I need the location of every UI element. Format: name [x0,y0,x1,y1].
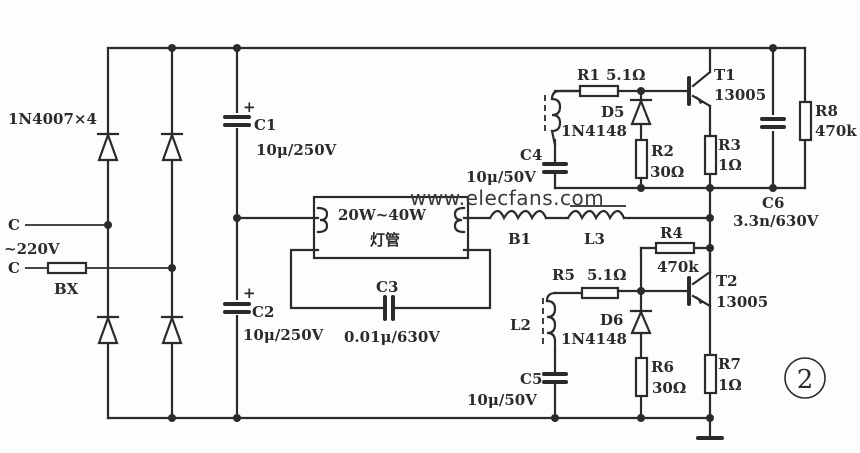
coil-icon [566,209,626,221]
r6-value: 30Ω [652,379,686,397]
upper-switch-stage: C6 3.3n/630V R8 470k T1 13005 R3 1Ω [466,44,857,420]
r2-name: R2 [651,142,674,160]
d5-name: D5 [601,103,624,121]
r3-value: 1Ω [718,156,742,174]
c1-value: 10μ/250V [256,141,337,159]
terminal-top: C [8,216,20,234]
resistor-r8: R8 470k [798,100,857,142]
r6-name: R6 [651,358,674,376]
diode-d5: D5 1N4148 [561,89,653,150]
r3-name: R3 [718,136,741,154]
c1-name: C1 [254,116,276,134]
resistor-r4 [654,241,696,255]
b1-name: B1 [508,230,531,248]
r4-value: 470k [657,258,699,276]
bridge-label: 1N4007×4 [8,110,97,128]
r7-name: R7 [718,355,741,373]
diode-icon [96,314,120,345]
d5-value: 1N4148 [561,122,627,140]
resistor-r7: R7 1Ω [703,353,742,395]
d6-value: 1N4148 [561,330,627,348]
terminal-bottom: C [8,259,20,277]
capacitor-c6: C6 3.3n/630V [733,115,819,230]
c6-name: C6 [762,194,784,212]
l3-name: L3 [584,230,605,248]
c4-value: 10μ/50V [466,168,536,186]
resistor-r6: R6 30Ω [634,356,686,398]
c6-value: 3.3n/630V [733,212,819,230]
l2-name: L2 [510,316,531,334]
diode-icon [160,314,184,345]
filter-capacitors: + C1 10μ/250V + C2 10μ/250V [223,44,337,422]
t2-name: T2 [716,272,738,290]
c2-value: 10μ/250V [243,326,324,344]
plus-icon: + [243,284,256,302]
c4-name: C4 [520,146,542,164]
c5-value: 10μ/50V [467,391,537,409]
plus-icon: + [243,98,256,116]
diode-icon [96,131,120,162]
r8-value: 470k [815,122,857,140]
c2-name: C2 [252,303,274,321]
r4-name: R4 [660,224,683,242]
lamp-tube: 20W~40W 灯管 [235,195,470,260]
transistor-t1: T1 13005 [687,46,766,130]
lamp-name: 灯管 [370,231,400,249]
r8-name: R8 [815,102,838,120]
fuse-icon [46,261,88,275]
watermark: www.elecfans.com [410,186,604,210]
coil-icon [488,209,548,221]
resistor-r2: R2 30Ω [634,138,684,190]
t2-value: 13005 [716,293,768,311]
r5-name: R5 [552,266,575,284]
ac-input: C ~220V C BX [4,216,176,298]
capacitor-c1: + C1 10μ/250V [223,98,337,159]
transistor-t2: T2 13005 [687,246,768,311]
resistor-r3: R3 1Ω [703,126,742,190]
inductors-b1-l3: B1 L3 [462,205,712,248]
c5-name: C5 [520,370,542,388]
resistor-r5 [580,286,620,300]
resistor-r1 [578,84,620,98]
t1-name: T1 [714,66,736,84]
winding-icon [545,291,557,352]
capacitor-c3: C3 0.01μ/630V [289,248,492,346]
r1-value: 5.1Ω [606,66,645,84]
diode-icon [160,131,184,162]
filament-icon [316,206,329,234]
winding-icon [550,89,582,147]
svg-text:2: 2 [797,365,814,395]
diode-d6: D6 1N4148 [561,309,653,348]
r1-name: R1 [577,66,600,84]
c3-value: 0.01μ/630V [344,328,440,346]
voltage-label: ~220V [4,240,60,258]
lamp-power: 20W~40W [338,206,427,224]
figure-number: 2 [784,357,826,399]
r5-value: 5.1Ω [587,266,626,284]
r7-value: 1Ω [718,376,742,394]
d6-name: D6 [600,311,623,329]
filament-icon [453,206,466,234]
lower-switch-stage: R4 470k T2 13005 R7 1Ω R5 5.1Ω [467,224,768,440]
r2-value: 30Ω [650,163,684,181]
fuse-label: BX [54,280,79,298]
bridge-rectifier: 1N4007×4 [8,44,184,422]
c3-name: C3 [376,278,398,296]
t1-value: 13005 [714,86,766,104]
capacitor-c2: + C2 10μ/250V [223,284,324,344]
